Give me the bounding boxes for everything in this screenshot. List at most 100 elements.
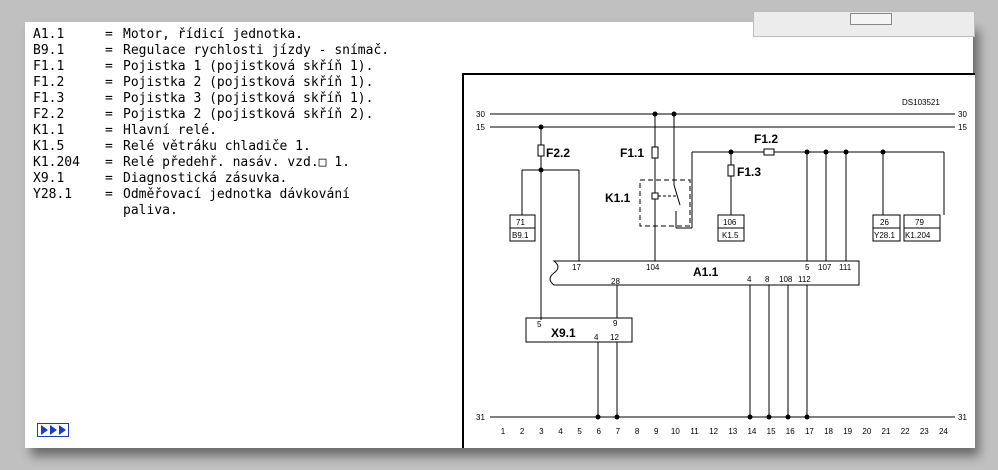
- junction-dot: [766, 414, 772, 420]
- pin-label: 111: [839, 263, 852, 272]
- grid-number: 8: [635, 427, 640, 436]
- grid-number: 13: [728, 427, 737, 436]
- wiring-diagram-panel: DS103521 30 30 15 15 31 31 71 B9.1 106 K…: [462, 73, 975, 448]
- legend-code: F1.1: [33, 59, 65, 74]
- legend-equals: =: [105, 123, 113, 138]
- junction-dot: [595, 414, 601, 420]
- box-num: 26: [880, 218, 889, 227]
- pin-label: 4: [747, 275, 752, 284]
- label-f1-2: F1.2: [754, 132, 778, 146]
- grid-number: 9: [654, 427, 659, 436]
- legend-row: F1.3=Pojistka 3 (pojistková skříň 1).: [33, 91, 389, 107]
- legend-text-continuation: paliva.: [123, 203, 178, 218]
- junction-dot: [728, 149, 734, 155]
- legend-row: Y28.1 = Odměřovací jednotka dávkování: [33, 187, 389, 203]
- label-x9-1: X9.1: [551, 326, 576, 340]
- rail-label-30-right: 30: [958, 110, 967, 119]
- label-f1-1: F1.1: [620, 146, 644, 160]
- legend-equals: =: [105, 75, 113, 90]
- pin-label: 5: [537, 320, 542, 329]
- legend-text: Regulace rychlosti jízdy - snímač.: [123, 43, 390, 58]
- legend-text: Relé větráku chladiče 1.: [123, 139, 311, 154]
- next-page-button[interactable]: [37, 423, 69, 437]
- legend-row: K1.1 = Hlavní relé.: [33, 123, 389, 139]
- grid-number: 2: [520, 427, 525, 436]
- legend-row: F1.1 = Pojistka 1 (pojistková skříň 1).: [33, 59, 389, 75]
- legend-equals: =: [105, 171, 113, 186]
- junction-dot: [747, 414, 753, 420]
- grid-number: 5: [577, 427, 582, 436]
- legend-equals: =: [105, 187, 113, 202]
- legend-equals: =: [105, 107, 113, 122]
- grid-number: 17: [805, 427, 814, 436]
- label-f2-2: F2.2: [546, 146, 570, 160]
- legend-text: Odměřovací jednotka dávkování: [123, 187, 350, 202]
- diagram-id: DS103521: [902, 98, 940, 107]
- relay-contact: [673, 184, 681, 206]
- legend-equals: =: [105, 139, 113, 154]
- legend-row: F2.2=Pojistka 2 (pojistková skříň 2).: [33, 107, 389, 123]
- legend-code: Y28.1: [33, 187, 73, 202]
- grid-number: 15: [767, 427, 776, 436]
- pin-label: 9: [613, 319, 618, 328]
- junction-dot: [671, 111, 677, 117]
- grid-number: 24: [939, 427, 948, 436]
- legend-text: Pojistka 1 (pojistková skříň 1).: [123, 59, 374, 74]
- toolbar-button[interactable]: [850, 13, 892, 25]
- relay-coil: [651, 192, 659, 200]
- pin-label: 8: [765, 275, 770, 284]
- legend-row: K1.5 = Relé větráku chladiče 1.: [33, 139, 389, 155]
- fuse-f2-2: [537, 144, 545, 157]
- control-unit-a1-1: [549, 260, 860, 286]
- wiring-diagram: DS103521 30 30 15 15 31 31 71 B9.1 106 K…: [476, 98, 967, 436]
- grid-number: 19: [843, 427, 852, 436]
- relay-k1-1-outline: [639, 179, 691, 227]
- junction-dot: [804, 149, 810, 155]
- pin-label: 108: [779, 275, 793, 284]
- legend-code: K1.5: [33, 139, 65, 154]
- arrow-right-icon: [40, 425, 48, 435]
- legend-text: Pojistka 2 (pojistková skříň 1).: [123, 75, 374, 90]
- legend-text: Hlavní relé.: [123, 123, 217, 138]
- legend-code: B9.1: [33, 43, 65, 58]
- junction-dot: [804, 414, 810, 420]
- label-f1-3: F1.3: [737, 165, 761, 179]
- pin-label: 17: [572, 263, 581, 272]
- legend-code: X9.1: [33, 171, 65, 186]
- fuse-f1-3: [727, 164, 735, 177]
- grid-number: 14: [747, 427, 756, 436]
- legend-equals: =: [105, 59, 113, 74]
- legend-code: F1.2: [33, 75, 65, 90]
- box-num: 71: [516, 218, 525, 227]
- legend-row: K1.204=Relé předehř. nasáv. vzd.□ 1.: [33, 155, 389, 171]
- junction-dot: [538, 167, 544, 173]
- grid-number: 12: [709, 427, 718, 436]
- legend-text: Diagnostická zásuvka.: [123, 171, 288, 186]
- legend-text: Relé předehř. nasáv. vzd.□ 1.: [123, 155, 350, 170]
- grid-number: 16: [786, 427, 795, 436]
- fuse-f1-2: [763, 148, 775, 156]
- diagnostic-plug-x9-1: [525, 317, 633, 343]
- arrow-right-icon: [58, 425, 66, 435]
- fuse-f1-1: [651, 146, 659, 159]
- rail-label-15: 15: [476, 123, 485, 132]
- grid-number: 21: [882, 427, 891, 436]
- legend-code: K1.204: [33, 155, 80, 170]
- legend-row: B9.1=Regulace rychlosti jízdy - snímač.: [33, 43, 389, 59]
- pin-label: 28: [611, 277, 620, 286]
- junction-dot: [614, 414, 620, 420]
- legend-text: Motor, řídicí jednotka.: [123, 27, 304, 42]
- grid-number: 10: [671, 427, 680, 436]
- label-k1-1: K1.1: [605, 191, 631, 205]
- legend-text: Pojistka 2 (pojistková skříň 2).: [123, 107, 374, 122]
- box-num: 79: [915, 218, 924, 227]
- junction-dot: [652, 111, 658, 117]
- component-legend: A1.1=Motor, řídicí jednotka.B9.1=Regulac…: [33, 27, 389, 219]
- pin-label: 12: [610, 333, 619, 342]
- legend-code: A1.1: [33, 27, 65, 42]
- legend-code: K1.1: [33, 123, 65, 138]
- junction-dot: [538, 124, 544, 130]
- rail-label-30: 30: [476, 110, 485, 119]
